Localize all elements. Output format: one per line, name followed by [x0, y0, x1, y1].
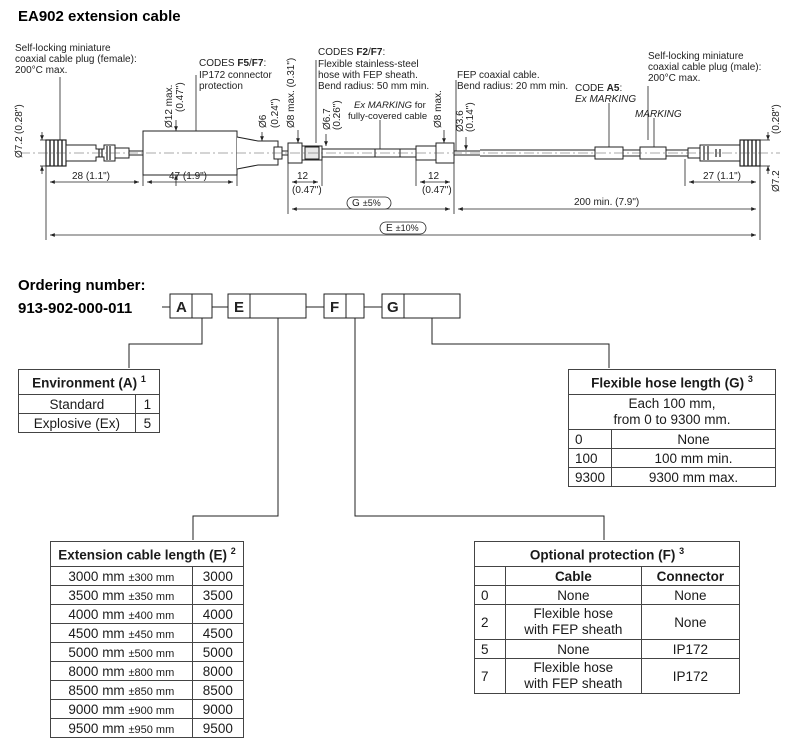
- dim-28: 28 (1.1"): [72, 171, 110, 182]
- dim-047-top: (0.47"): [175, 82, 186, 112]
- dim-e: E±10%: [386, 223, 419, 234]
- dim-d36: Ø3.6: [455, 110, 466, 132]
- marking-label: MARKING: [635, 109, 682, 120]
- dim-d8-max-right: Ø8 max.: [433, 90, 444, 128]
- dim-028-right: (0.28"): [771, 104, 782, 134]
- order-box-a: A: [176, 299, 187, 316]
- ex-marking-label: Ex MARKING: [575, 94, 636, 105]
- dim-028-left: (0.28"): [14, 104, 25, 134]
- order-box-g: G: [387, 299, 399, 316]
- leader-lines: [40, 60, 770, 240]
- dim-d6: Ø6: [258, 114, 269, 128]
- cable-body: [20, 130, 780, 176]
- order-box-f: F: [330, 299, 339, 316]
- code-a5-label: CODE A5:: [575, 83, 622, 94]
- table-row: Explosive (Ex)5: [18, 413, 161, 433]
- dim-12-left: 12: [297, 171, 309, 182]
- ordering-heading: Ordering number:: [18, 277, 146, 294]
- dim-d8-max: Ø8 max. (0.31"): [286, 58, 297, 128]
- dim-014: (0.14"): [465, 102, 476, 132]
- hose-length-table: Flexible hose length (G) 3 Each 100 mm,f…: [567, 369, 776, 487]
- codes-f5-f7-label: CODES F5/F7:: [199, 58, 266, 69]
- ordering-connectors: [128, 318, 610, 540]
- dim-d67: Ø6.7: [322, 108, 333, 130]
- codes-f2-f7-label: CODES F2/F7:: [318, 47, 385, 58]
- fep-cable-label: FEP coaxial cable.Bend radius: 20 mm min…: [457, 70, 568, 92]
- dim-d72-right: Ø7.2: [771, 170, 782, 192]
- page-title: EA902 extension cable: [18, 8, 181, 25]
- dim-200: 200 min. (7.9"): [574, 197, 639, 208]
- dim-d12: Ø12 max.: [164, 85, 175, 128]
- dim-047-left: (0.47"): [292, 185, 322, 196]
- ordering-prefix: 913-902-000-011: [18, 300, 132, 317]
- dim-026: (0.26"): [332, 100, 343, 130]
- dim-047-right: (0.47"): [422, 185, 452, 196]
- extension-length-table: Extension cable length (E) 2 3000 mm ±30…: [50, 541, 245, 738]
- dim-27: 27 (1.1"): [703, 171, 741, 182]
- dim-47: 47 (1.9"): [169, 171, 207, 182]
- dim-024: (0.24"): [270, 98, 281, 128]
- order-box-e: E: [234, 299, 244, 316]
- dim-d72-left: Ø7.2: [14, 136, 25, 158]
- ex-marking-for-label: Ex MARKING for: [354, 100, 426, 111]
- fully-covered-label: fully-covered cable: [348, 111, 427, 122]
- dim-g: G±5%: [352, 198, 381, 209]
- dim-12-right: 12: [428, 171, 440, 182]
